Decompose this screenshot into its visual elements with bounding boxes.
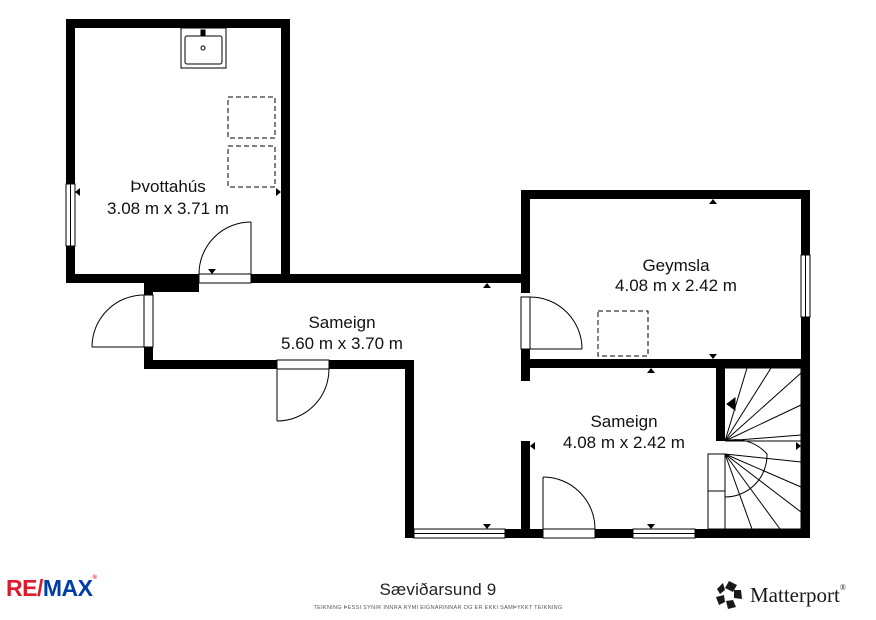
wall-storage-top bbox=[521, 190, 810, 199]
wall-laundry-top bbox=[66, 19, 290, 28]
remax-logo-part1: RE/ bbox=[6, 575, 43, 601]
wall-corridor-bottom-b bbox=[329, 360, 414, 369]
wall-lower-left bbox=[405, 360, 414, 538]
disclaimer-text: TEIKNING ÞESSI SÝNIR INNRA RÝMI EIGNARIN… bbox=[313, 605, 563, 611]
staircase bbox=[707, 367, 802, 530]
room-labels: Þvottahús 3.08 m x 3.71 m Geymsla 4.08 m… bbox=[107, 177, 737, 452]
washer-placeholder bbox=[227, 96, 276, 139]
wall-laundry-bottom bbox=[66, 274, 199, 283]
sink bbox=[180, 27, 227, 69]
room-size-storage: 4.08 m x 2.42 m bbox=[615, 276, 737, 295]
door-frame-storage bbox=[520, 296, 531, 350]
wall-bottom-d bbox=[695, 529, 810, 538]
door-frame-bottom bbox=[276, 359, 330, 370]
wall-corridor-left-top bbox=[144, 283, 199, 292]
wall-storage-right-top bbox=[801, 190, 810, 255]
remax-logo-mark: ® bbox=[92, 575, 97, 581]
wall-storage-bottom bbox=[521, 359, 810, 368]
wall-bottom-a bbox=[405, 529, 414, 538]
room-name-corridor: Sameign bbox=[308, 313, 375, 332]
wall-corridor-bottom-a bbox=[144, 360, 277, 369]
door-frame-laundry bbox=[198, 273, 252, 284]
matterport-logo: Matterport® bbox=[714, 580, 846, 610]
wall-inner-lower bbox=[521, 441, 530, 538]
wall-storage-right-bottom bbox=[801, 317, 810, 538]
doors bbox=[91, 221, 596, 539]
markers bbox=[75, 188, 801, 529]
matterport-wordmark: Matterport® bbox=[750, 582, 846, 607]
room-size-laundry: 3.08 m x 3.71 m bbox=[107, 199, 229, 218]
wall-bottom-c bbox=[595, 529, 633, 538]
wall-laundry-right bbox=[281, 19, 290, 274]
floor-plan: Þvottahús 3.08 m x 3.71 m Geymsla 4.08 m… bbox=[65, 19, 811, 539]
matterport-mark-icon bbox=[716, 581, 742, 609]
room-name-laundry: Þvottahús bbox=[130, 177, 206, 196]
storage-placeholder bbox=[597, 310, 649, 357]
remax-logo: RE/MAX® bbox=[6, 575, 97, 602]
wall-inner-vertical bbox=[521, 349, 530, 381]
door-frame-left bbox=[143, 294, 154, 348]
wall-storage-left-top bbox=[521, 190, 530, 293]
room-name-lower: Sameign bbox=[590, 412, 657, 431]
room-name-storage: Geymsla bbox=[642, 256, 710, 275]
windows bbox=[65, 183, 811, 539]
wall-corridor-top bbox=[281, 274, 530, 283]
dryer-placeholder bbox=[227, 145, 276, 188]
wall-stair bbox=[716, 368, 725, 441]
fixtures bbox=[180, 27, 649, 357]
wall-laundry-left bbox=[66, 19, 75, 283]
room-size-lower: 4.08 m x 2.42 m bbox=[563, 433, 685, 452]
remax-logo-part2: MAX bbox=[42, 575, 93, 601]
room-size-corridor: 5.60 m x 3.70 m bbox=[281, 334, 403, 353]
door-frame-lower bbox=[542, 528, 596, 539]
address-title: Sæviðarsund 9 bbox=[379, 580, 497, 599]
wall-laundry-bottom-right bbox=[251, 274, 290, 283]
